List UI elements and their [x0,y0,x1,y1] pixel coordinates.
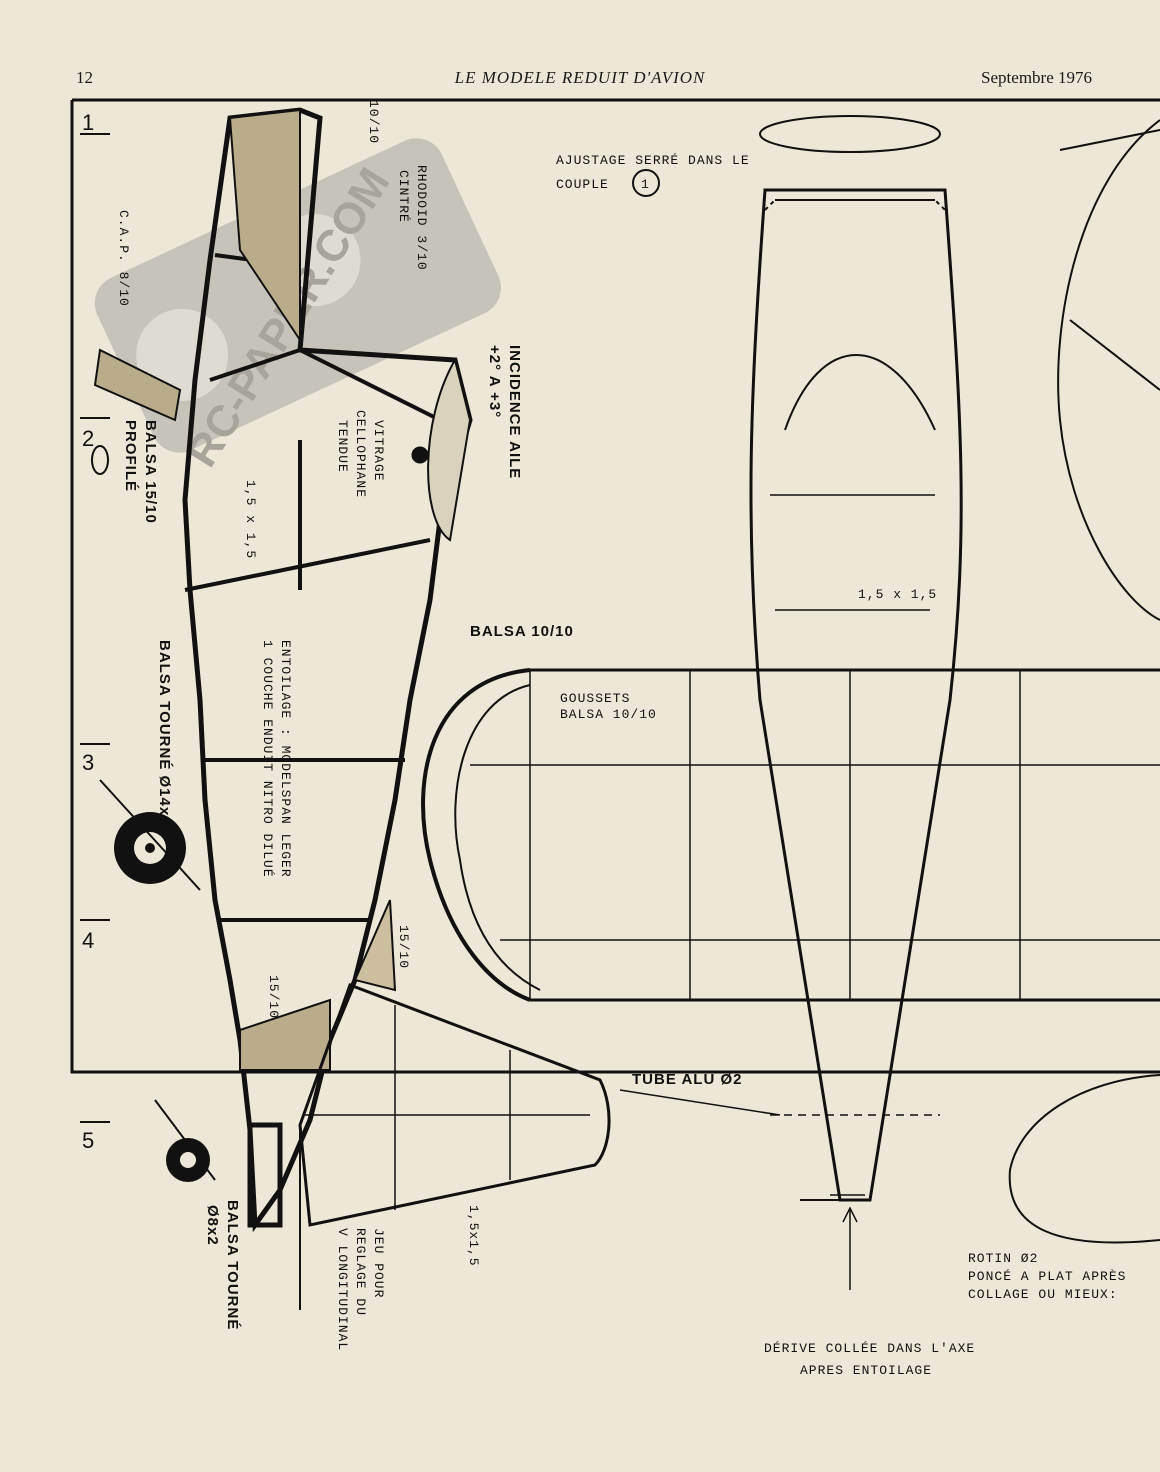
label-strip-2: 1,5 x 1,5 [858,587,937,602]
label-strip-1: 1,5 x 1,5 [243,480,258,559]
right-partial-outlines [1008,119,1160,1244]
station-3: 3 [82,750,94,775]
label-cellophane: CELLOPHANE [353,410,368,498]
label-jeu-1: JEU POUR [371,1228,386,1298]
label-cintre: CINTRÉ [396,170,411,223]
label-vitrage: VITRAGE [371,420,386,482]
label-couple-num: 1 [641,177,650,192]
publication-title: LE MODELE REDUIT D'AVION [454,68,706,87]
label-strip-3: 1,5x1,5 [466,1205,481,1267]
nose-details [91,348,182,475]
tailplane-side [247,983,611,1310]
couple-circle [632,169,660,197]
label-incidence-val: +2° A +3° [486,345,503,418]
label-fifteen-ten-a: 15/10 [396,925,411,969]
label-cap: C.A.P. 8/10 [116,210,131,307]
wing-plan-view [421,668,1160,1002]
label-balsa-tourne-small-2: Ø8x2 [204,1205,221,1246]
plan-frame [70,98,1160,1074]
label-ten-ten: 10/10 [366,100,381,144]
page-number: 12 [76,68,93,87]
main-wheel [99,779,201,891]
fuselage-side-view [182,107,473,1233]
label-incidence: INCIDENCE AILE [506,345,523,479]
issue-date: Septembre 1976 [981,68,1092,87]
station-5: 5 [82,1128,94,1153]
label-goussets-2: BALSA 10/10 [560,707,657,722]
station-2: 2 [82,426,94,451]
label-balsa-profile-1: BALSA 15/10 [142,420,159,524]
label-tube-alu: TUBE ALU Ø2 [632,1071,742,1088]
label-balsa-profile-2: PROFILÉ [122,420,139,492]
tail-wheel [154,1099,216,1182]
label-rhodoid: RHODOID 3/10 [414,165,429,271]
label-entoilage-1: ENTOILAGE : MODELSPAN LEGER [278,640,293,878]
station-4: 4 [82,928,94,953]
label-derive-2: APRES ENTOILAGE [800,1363,932,1378]
label-balsa-tourne-small-1: BALSA TOURNÉ [224,1200,241,1330]
label-derive-1: DÉRIVE COLLÉE DANS L'AXE [764,1341,975,1356]
label-tendue: TENDUE [335,420,350,473]
annotation-arrows [619,1089,940,1290]
label-fifteen-ten-b: 15/10 [266,975,281,1019]
station-markers [80,133,110,1123]
label-jeu-3: V LONGITUDINAL [335,1228,350,1351]
label-jeu-2: REGLAGE DU [353,1228,368,1316]
label-rotin-3: COLLAGE OU MIEUX: [968,1287,1118,1302]
label-rotin-1: ROTIN Ø2 [968,1251,1038,1266]
label-balsa-tourne-big: BALSA TOURNÉ Ø14x3 [156,640,173,826]
label-couple: COUPLE [556,177,609,192]
label-goussets-1: GOUSSETS [560,691,630,706]
label-entoilage-2: 1 COUCHE ENDUIT NITRO DILUÉ [260,640,275,878]
label-balsa-1010: BALSA 10/10 [470,623,574,640]
label-ajustage: AJUSTAGE SERRÉ DANS LE [556,153,750,168]
station-1: 1 [82,110,94,135]
tailplane-plan-view [749,115,963,1202]
label-rotin-2: PONCÉ A PLAT APRÈS [968,1269,1126,1284]
